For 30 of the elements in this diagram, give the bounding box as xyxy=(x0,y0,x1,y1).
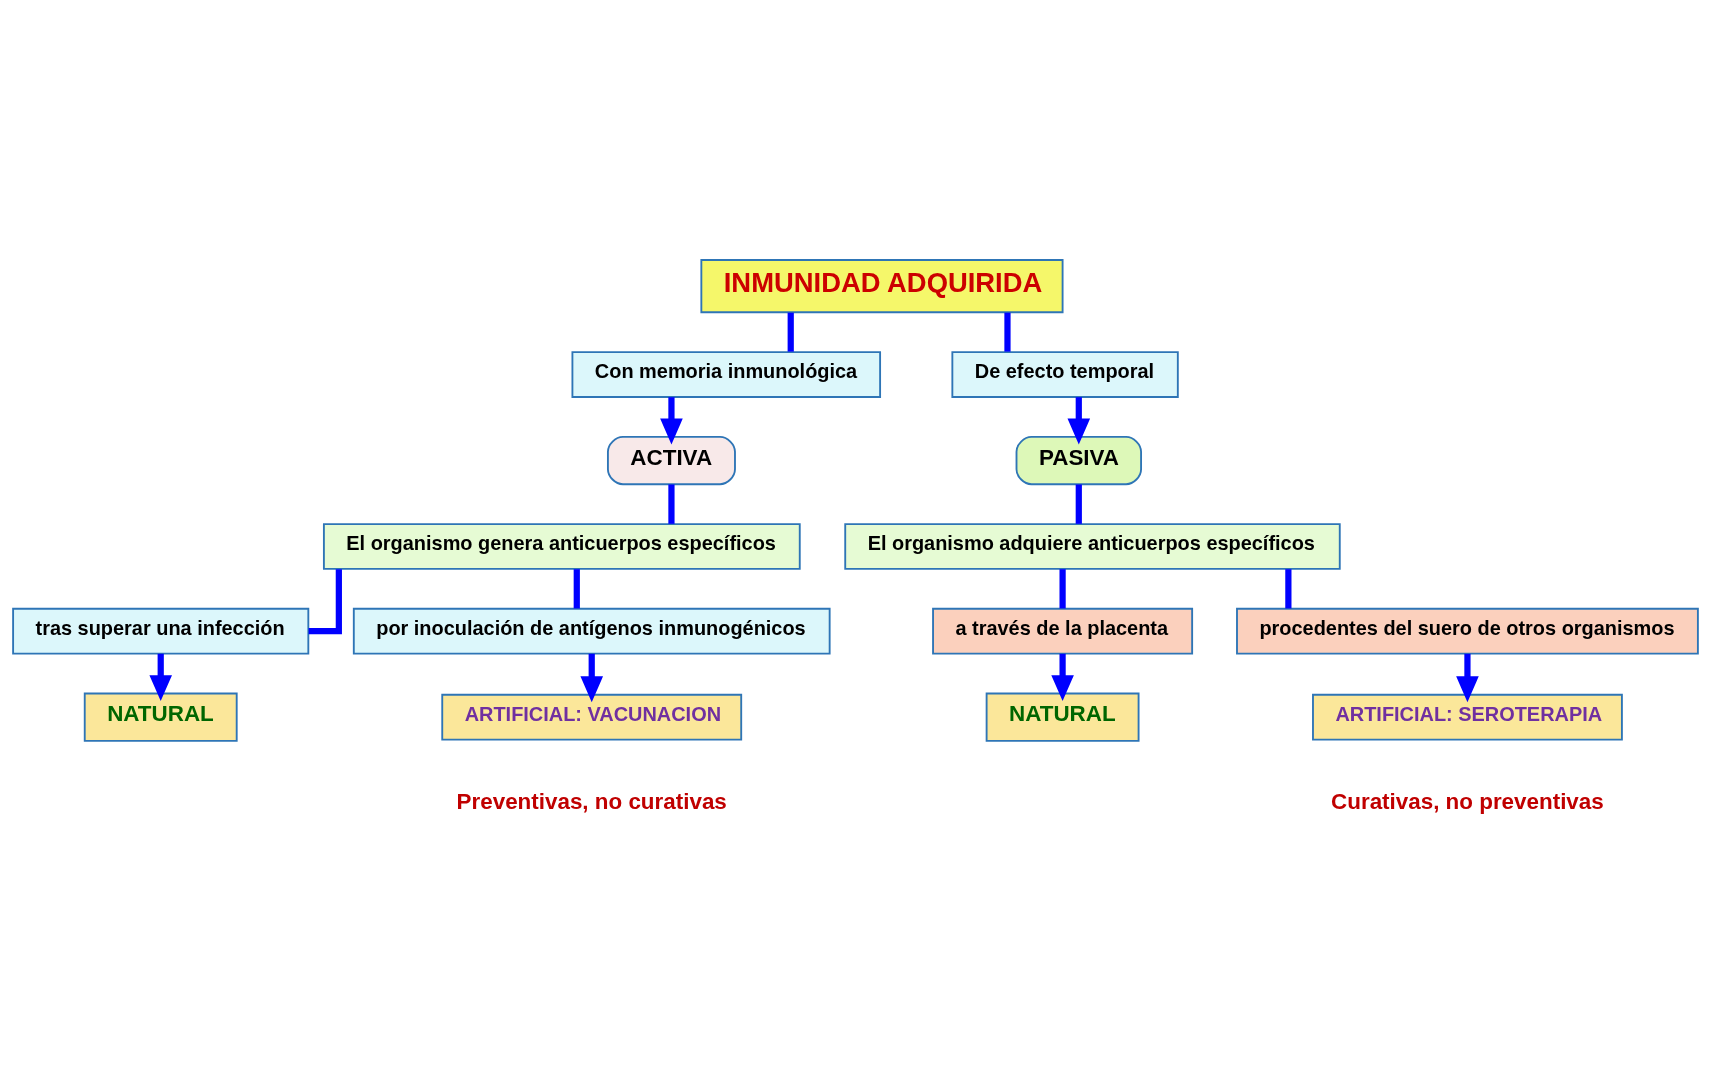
connector xyxy=(1075,484,1082,524)
arrow xyxy=(580,653,604,702)
node-label: Curativas, no preventivas xyxy=(1331,788,1604,814)
node-box: ACTIVA xyxy=(607,435,736,485)
node-box: por inoculación de antígenos inmunogénicos xyxy=(352,607,831,655)
arrow xyxy=(1067,396,1091,444)
connector xyxy=(787,312,794,352)
node-box: a través de la placenta xyxy=(932,607,1194,655)
node-box: El organismo genera anticuerpos específicos xyxy=(322,522,801,570)
arrow xyxy=(149,653,173,701)
node-box: ARTIFICIAL: VACUNACION xyxy=(441,693,743,740)
arrow xyxy=(660,396,683,444)
node-box: procedentes del suero de otros organismos xyxy=(1236,607,1699,655)
node-box: De efecto temporal xyxy=(951,350,1179,398)
node-box: NATURAL xyxy=(83,692,238,742)
node-label: Preventivas, no curativas xyxy=(456,788,727,814)
node-box: ARTIFICIAL: SEROTERAPIA xyxy=(1312,693,1623,740)
node-box: NATURAL xyxy=(985,692,1140,742)
connector xyxy=(1059,568,1066,608)
arrow xyxy=(1051,653,1074,701)
node-box: PASIVA xyxy=(1015,435,1142,485)
connector xyxy=(573,568,580,608)
node-box: INMUNIDAD ADQUIRIDA xyxy=(700,258,1064,313)
node-box: tras superar una infección xyxy=(12,607,310,655)
node-box: El organismo adquiere anticuerpos específicos xyxy=(844,522,1341,570)
connector xyxy=(668,484,675,524)
connector xyxy=(1285,568,1292,608)
node-box: Con memoria inmunológica xyxy=(571,350,882,398)
connector xyxy=(1004,312,1011,352)
arrow xyxy=(1456,653,1479,702)
